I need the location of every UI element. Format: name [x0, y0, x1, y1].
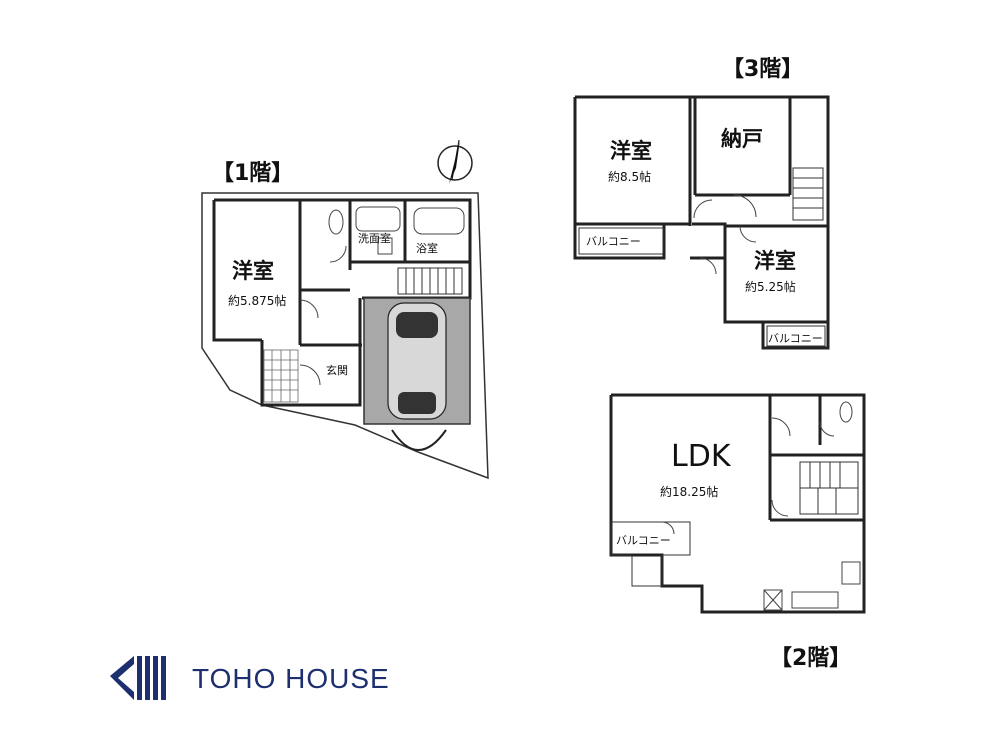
- floor-3-stairs: [792, 167, 824, 221]
- floor-2-fridge: [763, 589, 783, 611]
- washing-machine: [377, 237, 393, 255]
- floor-1-doors: [299, 245, 347, 386]
- lot-boundary: [201, 192, 489, 480]
- floor-3-balcony-a: [578, 227, 664, 255]
- kitchen-counter: [791, 591, 839, 609]
- floor-3-western-b-name: 洋室: [754, 249, 796, 273]
- floor-3-balcony-b-label: バルコニー: [768, 332, 823, 345]
- floor-2: LDK 約18.25帖 バルコニー 【2階】: [609, 393, 866, 671]
- toilet: [328, 209, 344, 235]
- washroom-label: 洗面室: [358, 231, 391, 245]
- floor-3-balcony-b: [766, 325, 826, 347]
- floor-3-label: 【3階】: [722, 57, 803, 82]
- floor-1-western-room-area: 約5.875帖: [228, 293, 286, 308]
- floor-2-label: 【2階】: [770, 646, 851, 671]
- floor-1: 【1階】: [201, 139, 489, 480]
- ldk-name: LDK: [671, 439, 732, 474]
- floor-2-walls: [609, 393, 866, 614]
- bath-label: 浴室: [416, 241, 438, 255]
- entrance-porch: [263, 349, 299, 403]
- wash-basin: [355, 206, 401, 232]
- floor-2-stairs: [799, 461, 859, 515]
- floor-2-toilet: [839, 401, 853, 423]
- floor-3-storage-name: 納戸: [721, 127, 763, 151]
- floor-3-doors: [693, 194, 757, 275]
- floor-1-stairs: [397, 267, 463, 295]
- floor-1-western-room-name: 洋室: [232, 259, 274, 283]
- bathtub: [413, 207, 465, 235]
- ldk-area: 約18.25帖: [660, 484, 718, 499]
- floor-2-balcony-label: バルコニー: [616, 534, 671, 547]
- floor-3-western-a-name: 洋室: [610, 139, 652, 163]
- stove: [841, 561, 861, 585]
- brand-logo: TOHO HOUSE: [110, 656, 390, 700]
- entrance-label: 玄関: [326, 363, 348, 377]
- garage: [363, 297, 471, 451]
- floor-3-balcony-a-label: バルコニー: [586, 235, 641, 248]
- floor-3-western-a-area: 約8.5帖: [608, 169, 651, 184]
- floor-2-doors: [661, 417, 835, 535]
- floor-3: 【3階】 洋室: [573, 57, 830, 350]
- floor-1-label: 【1階】: [212, 161, 293, 186]
- north-arrow-icon: [437, 139, 473, 184]
- brand-name: TOHO HOUSE: [192, 663, 390, 694]
- brand-mark-icon: [110, 656, 166, 700]
- floor-3-western-b-area: 約5.25帖: [745, 279, 796, 294]
- floor-2-balcony: [610, 521, 691, 587]
- floor-3-walls: [573, 95, 830, 350]
